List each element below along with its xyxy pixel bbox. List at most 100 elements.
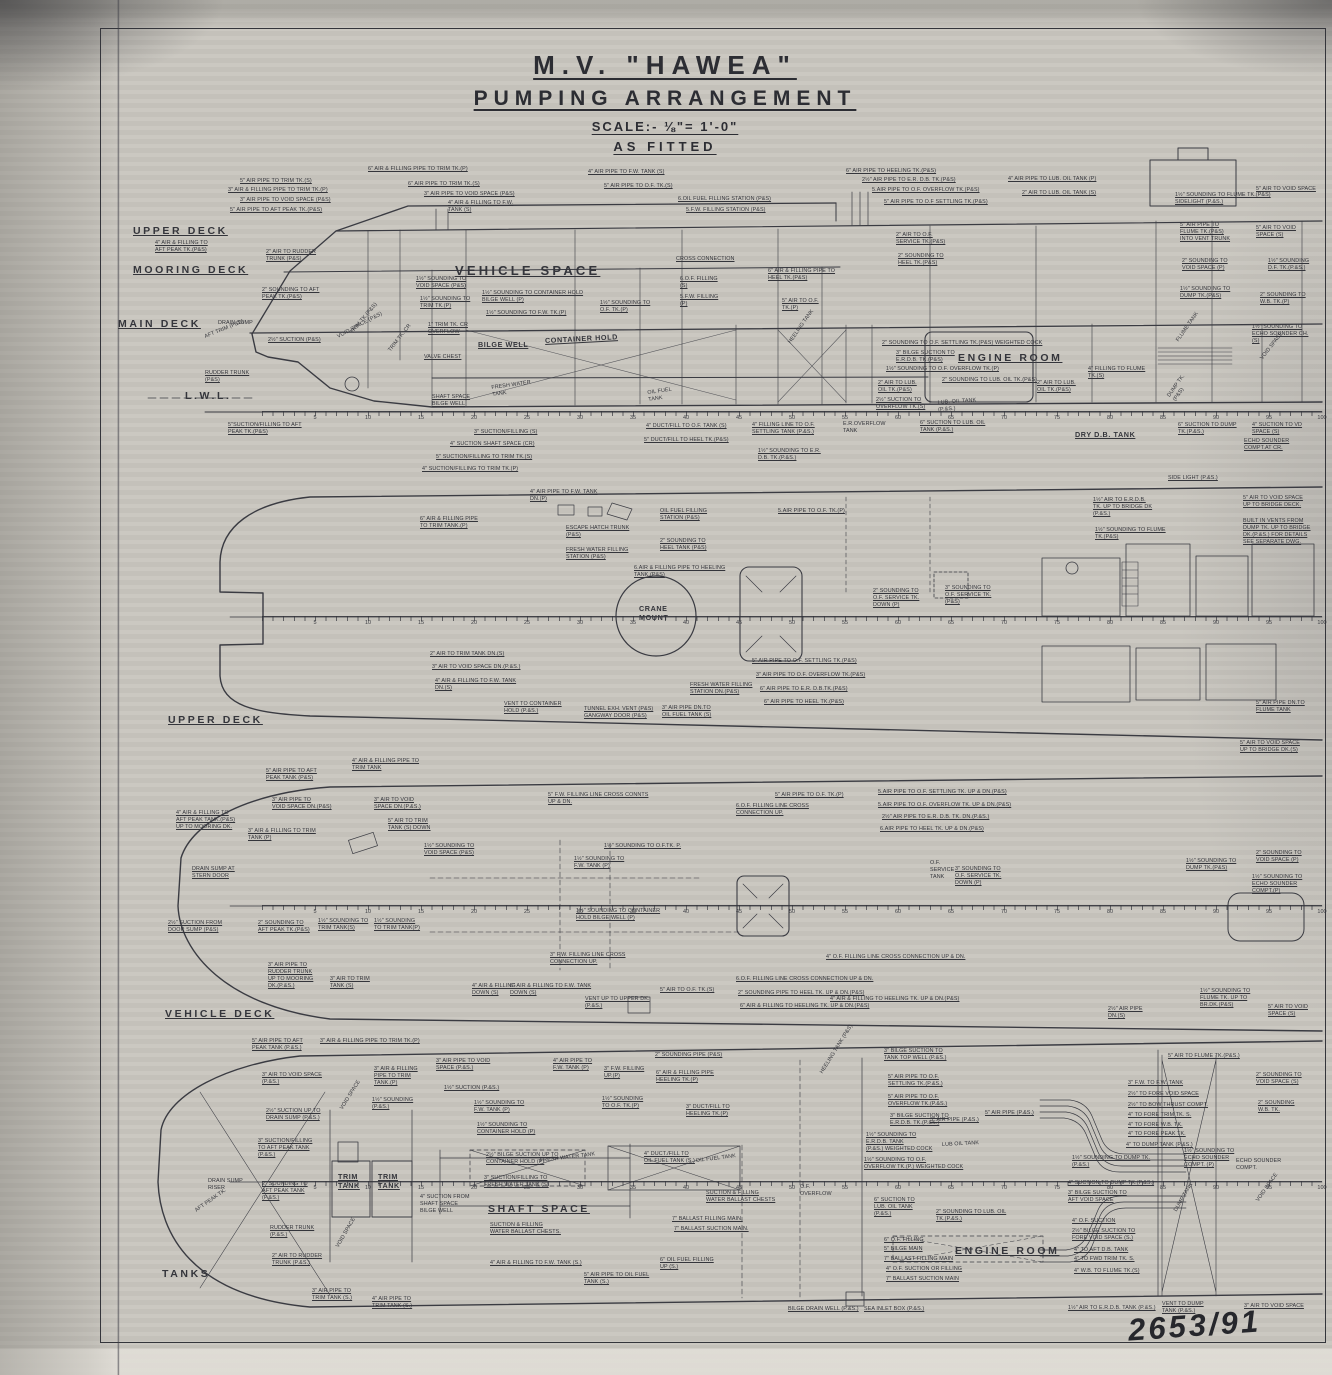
drawing-label: 2" AIR TO RUDDER TRUNK (P.&S.) bbox=[272, 1253, 323, 1267]
drawing-label: VEHICLE DECK bbox=[165, 1008, 275, 1020]
drawing-label: 5" AIR PIPE TO O.F. TK.(P) bbox=[775, 792, 844, 798]
drawing-label: ENGINE ROOM bbox=[958, 352, 1063, 364]
drawing-label: 2½" AIR PIPE TO E.R. D.B. TK. DN.(P.&S.) bbox=[882, 814, 990, 820]
frame-number: 5 bbox=[313, 1185, 317, 1191]
drawing-label: 2½" TO BOW THRUST COMPT. bbox=[1128, 1102, 1208, 1108]
drawing-label: VEHICLE SPACE bbox=[455, 263, 601, 278]
drawing-label: 2" AIR TO TRIM TANK DN.(S) bbox=[430, 651, 505, 657]
drawing-label: RUDDER TRUNK (P.&S.) bbox=[270, 1225, 315, 1239]
frame-number: 70 bbox=[1000, 620, 1008, 626]
drawing-label: 2" SOUNDING TO LUB. OIL TK.(P&S) bbox=[942, 377, 1038, 383]
drawing-label: 3" SOUNDING TO O.F. SERVICE TK. (P&S) bbox=[945, 585, 992, 606]
frame-number: 10 bbox=[364, 1185, 372, 1191]
drawing-label: UPPER DECK bbox=[133, 225, 228, 237]
drawing-label: 3" AIR PIPE (P.&S.) bbox=[930, 1117, 979, 1123]
drawing-label: 1½" SOUNDING TO DUMP TK.(P&S) bbox=[1186, 858, 1237, 872]
drawing-label: BUILT IN VENTS FROM DUMP TK. UP TO BRIDG… bbox=[1243, 518, 1311, 546]
drawing-label: UPPER DECK bbox=[168, 714, 263, 726]
frame-number: 100 bbox=[1317, 909, 1327, 915]
drawing-label: 4" DUCT./FILL TO OIL FUEL TANK (S.) bbox=[644, 1151, 695, 1165]
frame-number: 50 bbox=[788, 1185, 796, 1191]
drawing-label: 5" AIR PIPE TO O.F. SETTLING TK.(P&S) bbox=[752, 658, 857, 664]
drawing-label: ECHO SOUNDER COMPT. bbox=[1236, 1158, 1282, 1172]
drawing-label: 1½" AIR TO E.R.D.B. TANK (P.&S.) bbox=[1068, 1305, 1156, 1311]
drawing-label: 5" AIR TO VOID SPACE UP TO BRIDGE DK.(S) bbox=[1240, 740, 1300, 754]
frame-number: 80 bbox=[1106, 415, 1114, 421]
drawing-label: 5" BILGE MAIN bbox=[884, 1246, 923, 1252]
drawing-label: 1" TRIM TK. CR OVERFLOW bbox=[428, 322, 468, 336]
drawing-label: 5" AIR PIPE TO O.F SETTLING TK.(P&S) bbox=[884, 199, 988, 205]
frame-number: 50 bbox=[788, 620, 796, 626]
drawing-label: 1½" SOUNDING TO ECHO SOUNDER COMPT.(P) bbox=[1252, 874, 1303, 895]
frame-scale bbox=[262, 411, 1322, 416]
sheet-fold-line bbox=[118, 0, 119, 1375]
frame-number: 95 bbox=[1265, 909, 1273, 915]
drawing-label: ESCAPE HATCH TRUNK (P&S) bbox=[566, 525, 630, 539]
drawing-label: 2" AIR TO LUB. OIL TANK (S) bbox=[1022, 190, 1097, 196]
drawing-label: 1½" SOUNDING TO O.F. TK.(P) bbox=[600, 300, 651, 314]
drawing-label: 7" BALLAST FILLING MAIN bbox=[884, 1256, 954, 1262]
frame-number: 5 bbox=[313, 909, 317, 915]
frame-number: 5 bbox=[313, 620, 317, 626]
drawing-label: 6.O.F. FILLING (S) bbox=[680, 276, 718, 290]
frame-number: 90 bbox=[1212, 1185, 1220, 1191]
drawing-label: RUDDER TRUNK (P&S) bbox=[205, 370, 250, 384]
drawing-scale: SCALE:- ⅛"= 1'-0" bbox=[591, 119, 739, 134]
frame-number: 30 bbox=[576, 1185, 584, 1191]
frame-number: 10 bbox=[364, 415, 372, 421]
drawing-label: 5.F.W. FILLING STATION (P&S) bbox=[686, 207, 766, 213]
frame-number: 55 bbox=[841, 620, 849, 626]
drawing-label: 4" W.B. TO FLUME TK.(S) bbox=[1074, 1268, 1140, 1274]
drawing-label: 2" SOUNDING TO O.F. SETTLING TK.(P&S) WE… bbox=[882, 340, 1043, 346]
drawing-label: 6" SUCTION TO LUB. OIL TANK (P.&S.) bbox=[920, 420, 986, 434]
frame-number: 45 bbox=[735, 620, 743, 626]
frame-number: 55 bbox=[841, 415, 849, 421]
frame-number: 15 bbox=[417, 620, 425, 626]
drawing-label: 6.O.F. FILLING LINE CROSS CONNECTION UP. bbox=[736, 803, 809, 817]
drawing-label: 3" AIR PIPE TO VOID SPACE DN.(P&S) bbox=[272, 797, 332, 811]
drawing-label: CROSS CONNECTION bbox=[676, 256, 735, 262]
frame-number: 40 bbox=[682, 909, 690, 915]
drawing-label: 1½" SOUNDING TO CONTAINER HOLD (P) bbox=[477, 1122, 536, 1136]
drawing-label: 7" BALLAST SUCTION MAIN bbox=[886, 1276, 960, 1282]
drawing-label: 1½" SOUNDING TO CONTAINER HOLD BILGE WEL… bbox=[576, 908, 661, 922]
drawing-label: ECHO SOUNDER COMPT.AT CR. bbox=[1244, 438, 1290, 452]
drawing-label: 4" AIR & FILLING PIPE TO TRIM TANK bbox=[352, 758, 420, 772]
drawing-label: 1½" SOUNDING TO E.R. D.B. TK.(P.&S.) bbox=[758, 448, 821, 462]
drawing-label: 3" DUCT/FILL TO HEELING TK.(P) bbox=[686, 1104, 730, 1118]
drawing-label: 3" SUCTION/FILLING TO AFT PEAK TANK (P.&… bbox=[258, 1138, 313, 1159]
drawing-label: 7" BALLAST SUCTION MAIN. bbox=[674, 1226, 749, 1232]
drawing-label: 4" SUCTION FROM SHAFT SPACE BILGE WELL bbox=[420, 1194, 470, 1215]
drawing-label: OIL FUEL FILLING STATION (P&S) bbox=[660, 508, 708, 522]
drawing-label: 5" AIR PIPE TO OIL FUEL TANK (S.) bbox=[584, 1272, 650, 1286]
drawing-label: 2" AIR TO O.F. SERVICE TK.(P&S) bbox=[896, 232, 946, 246]
drawing-label: 4" TO AFT D.B. TANK bbox=[1074, 1247, 1129, 1253]
frame-number: 10 bbox=[364, 909, 372, 915]
drawing-label: 2" SOUNDING PIPE TO HEEL TK. UP & DN.(P&… bbox=[738, 990, 865, 996]
frame-number: 60 bbox=[894, 415, 902, 421]
drawing-label: 4" AIR & FILLING TO F.W. TANK DN.(S) bbox=[435, 678, 517, 692]
drawing-label: 3" BILGE SUCTION TO AFT VOID SPACE bbox=[1068, 1190, 1127, 1204]
drawing-label: O.F. OVERFLOW bbox=[800, 1184, 832, 1198]
frame-scale bbox=[262, 616, 1322, 621]
frame-number: 65 bbox=[947, 620, 955, 626]
drawing-label: 3" SOUNDING TO O.F. SERVICE TK. DOWN (P) bbox=[955, 866, 1002, 887]
frame-number: 20 bbox=[470, 620, 478, 626]
drawing-label: 1½" SOUNDING TO F.W. TANK (P) bbox=[474, 1100, 525, 1114]
drawing-label: 1½" SOUNDING TO TRIM TANK(S) bbox=[318, 918, 369, 932]
drawing-label: 5" AIR TO VOID SPACE bbox=[1256, 186, 1316, 192]
frame-number: 45 bbox=[735, 1185, 743, 1191]
drawing-label: FRESH WATER FILLING STATION (P&S) bbox=[566, 547, 629, 561]
drawing-label: 1½" SOUNDING TO O.F. TK.(P) bbox=[602, 1096, 644, 1110]
drawing-label: 4" AIR & FILLING TO F.W. TANK (S.) bbox=[490, 1260, 582, 1266]
frame-number: 25 bbox=[523, 415, 531, 421]
drawing-label: 3" AIR PIPE DN.TO OIL FUEL TANK (S) bbox=[662, 705, 712, 719]
drawing-label: 2½" BILGE SUCTION UP TO CONTAINER HOLD (… bbox=[486, 1152, 559, 1166]
frame-number: 80 bbox=[1106, 1185, 1114, 1191]
drawing-label: 5" F.W. FILLING LINE CROSS CONNTS UP & D… bbox=[548, 792, 649, 806]
frame-scale bbox=[262, 905, 1322, 910]
drawing-label: 2" AIR TO LUB. OIL TK.(P&S) bbox=[878, 380, 917, 394]
drawing-label: 4" AIR PIPE TO TRIM TANK (S.) bbox=[372, 1296, 413, 1310]
drawing-label: 2½" SUCTION TO OVERFLOW TK.(S) bbox=[876, 397, 926, 411]
drawing-label: 4" AIR & FILLING DOWN (S) bbox=[472, 983, 516, 997]
